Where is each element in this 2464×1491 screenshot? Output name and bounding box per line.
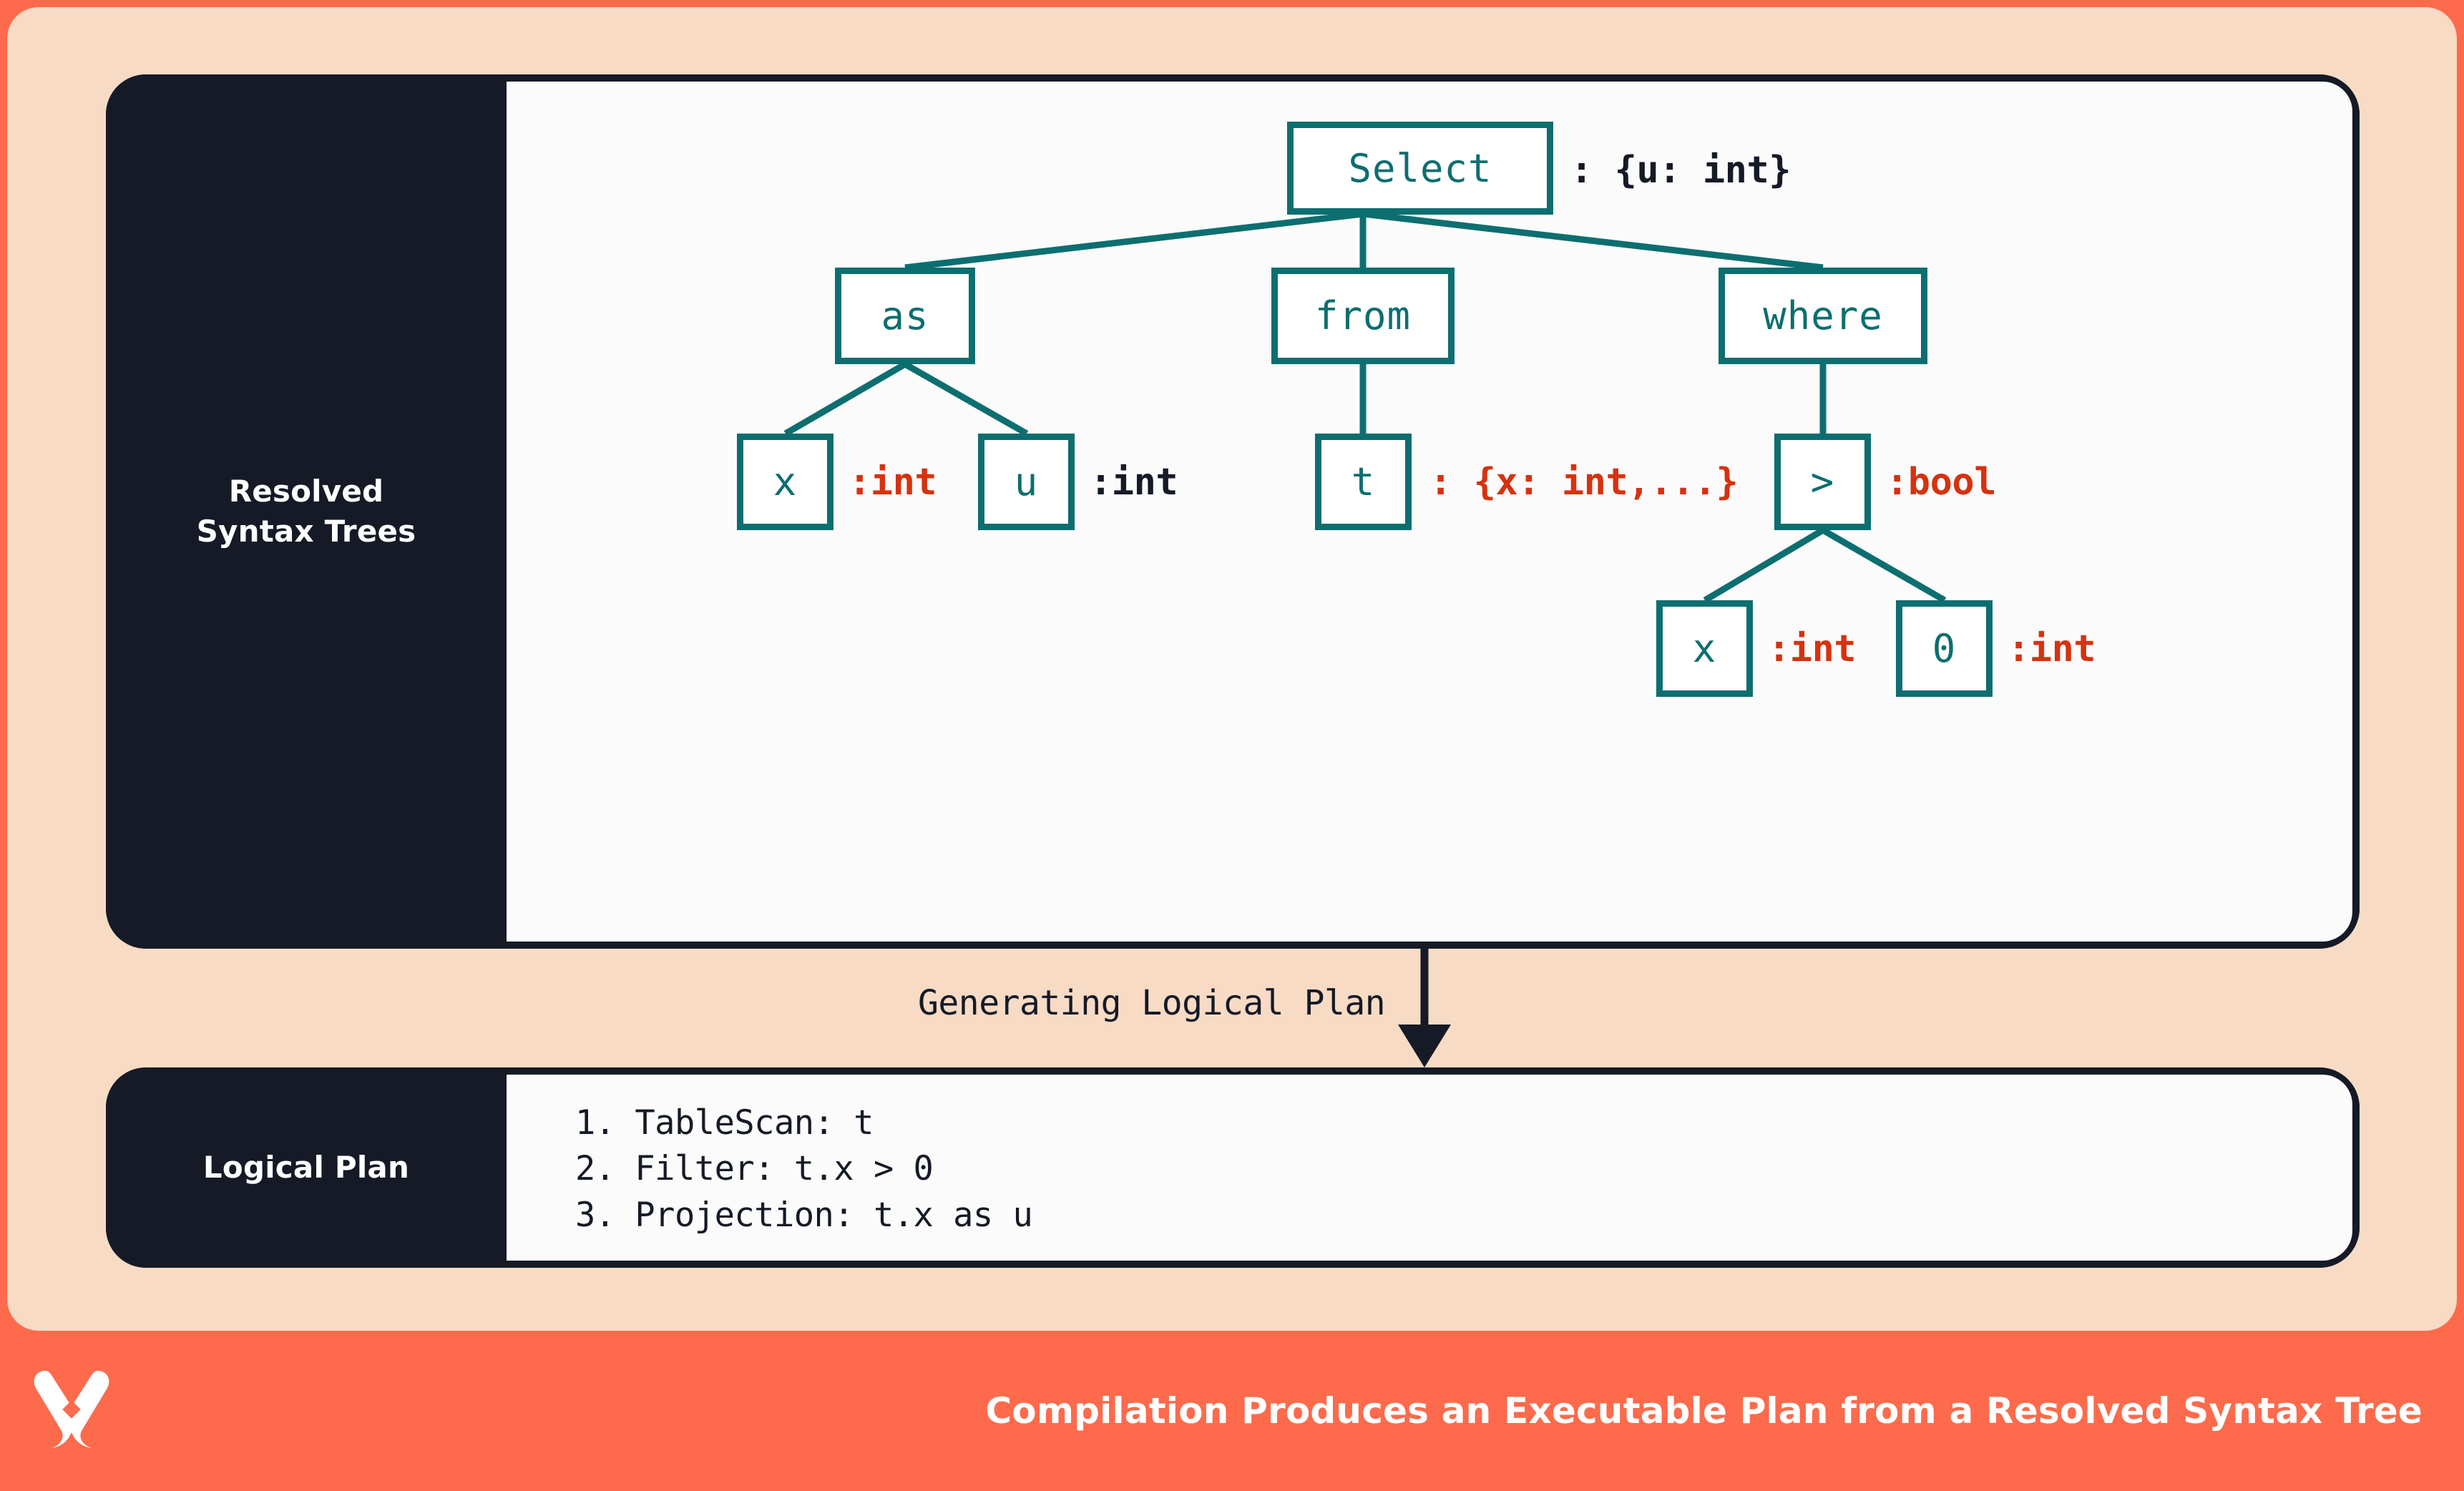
node-gt-zero-label: 0 <box>1932 626 1957 671</box>
node-where-label: where <box>1763 293 1883 338</box>
node-gt-x-label: x <box>1692 626 1717 671</box>
node-from-t-type: : {x: int,...} <box>1429 461 1739 504</box>
butterfly-x-logo <box>34 1371 109 1448</box>
node-as-u[interactable]: u <box>978 434 1075 530</box>
tree-canvas: Select : {u: int} as from where x :int u… <box>507 74 2360 949</box>
node-from[interactable]: from <box>1271 268 1455 364</box>
node-greater-than-label: > <box>1810 459 1835 504</box>
node-gt-zero[interactable]: 0 <box>1896 600 1993 697</box>
footer-bar: Compilation Produces an Executable Plan … <box>0 1331 2464 1491</box>
node-as-x-label: x <box>773 459 798 504</box>
node-as-x-type: :int <box>849 461 937 504</box>
tree-panel-label-line1: Resolved <box>228 473 384 509</box>
footer-caption: Compilation Produces an Executable Plan … <box>985 1390 2423 1432</box>
transition-arrow-label: Generating Logical Plan <box>918 983 1386 1023</box>
tree-panel-label-line2: Syntax Trees <box>196 514 416 549</box>
node-gt-x[interactable]: x <box>1656 600 1753 697</box>
edge-gt-x <box>1703 527 1825 603</box>
logical-plan-card: Logical Plan 1. TableScan: t 2. Filter: … <box>106 1067 2360 1268</box>
node-from-t-label: t <box>1351 459 1376 504</box>
node-select-type: : {u: int} <box>1570 149 1791 192</box>
node-as-u-label: u <box>1014 459 1039 504</box>
plan-steps-list: 1. TableScan: t 2. Filter: t.x > 0 3. Pr… <box>507 1067 2360 1268</box>
edge-select-as <box>904 210 1364 271</box>
edge-gt-zero <box>1821 527 1947 603</box>
node-from-t[interactable]: t <box>1315 434 1412 530</box>
edge-as-u <box>903 361 1029 436</box>
plan-panel-label: Logical Plan <box>106 1067 507 1268</box>
edge-select-where <box>1362 210 1824 271</box>
node-gt-x-type: :int <box>1768 627 1857 670</box>
transition-arrow-icon <box>1398 949 1451 1067</box>
node-as-x[interactable]: x <box>737 434 833 530</box>
tree-edges <box>783 210 1947 603</box>
node-where[interactable]: where <box>1719 268 1927 364</box>
plan-step-2: 2. Filter: t.x > 0 <box>575 1149 934 1189</box>
node-as-u-type: :int <box>1090 461 1178 504</box>
node-select[interactable]: Select <box>1287 122 1553 215</box>
node-as-label: as <box>881 293 929 338</box>
edge-as-x <box>783 361 907 436</box>
node-greater-than[interactable]: > <box>1774 434 1871 530</box>
resolved-syntax-trees-card: Resolved Syntax Trees <box>106 74 2360 949</box>
plan-step-3: 3. Projection: t.x as u <box>575 1195 1033 1235</box>
tree-panel-label: Resolved Syntax Trees <box>106 74 507 949</box>
plan-panel-label-text: Logical Plan <box>202 1149 410 1185</box>
node-greater-than-type: :bool <box>1886 461 1997 504</box>
plan-step-1: 1. TableScan: t <box>575 1103 874 1143</box>
node-as[interactable]: as <box>835 268 975 364</box>
node-gt-zero-type: :int <box>2008 627 2096 670</box>
transition-arrow-group: Generating Logical Plan <box>106 949 2360 1067</box>
node-from-label: from <box>1314 293 1412 338</box>
node-select-label: Select <box>1348 145 1492 191</box>
